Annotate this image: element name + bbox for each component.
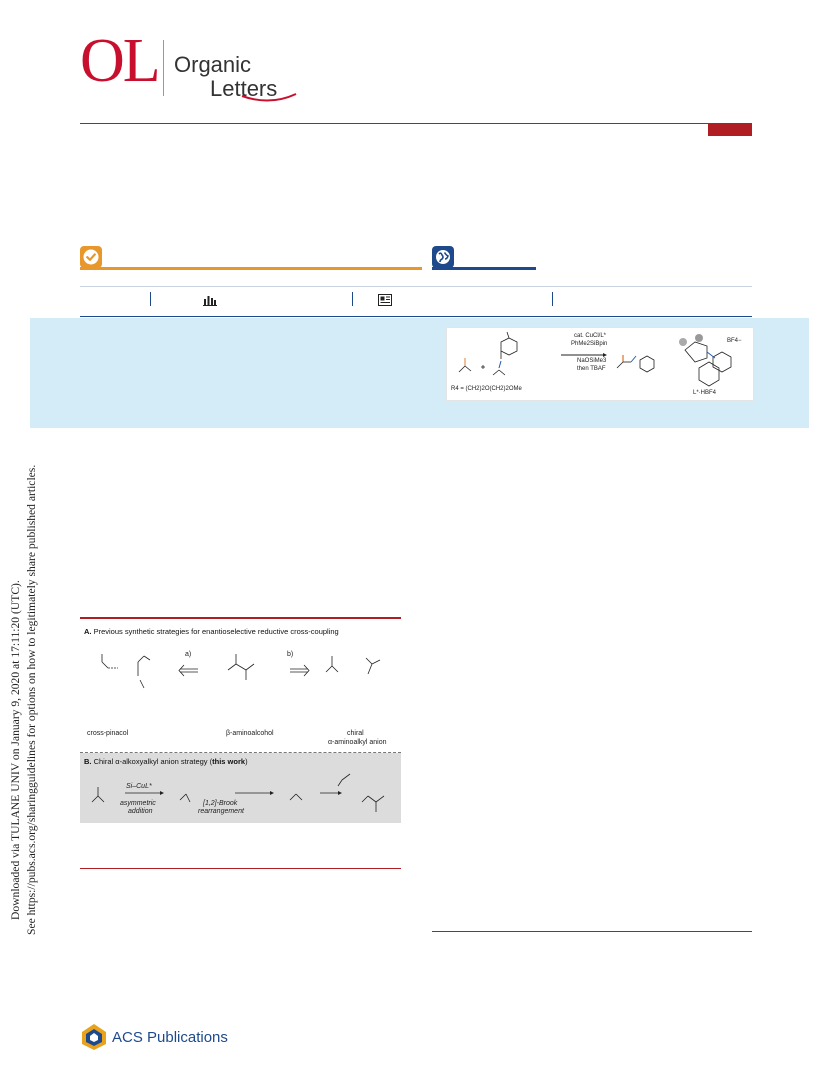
label-cross-pinacol: cross-pinacol (87, 730, 129, 737)
panel-b-scheme (91, 773, 385, 812)
open-access-badge[interactable] (80, 246, 102, 268)
header-corner-tab (708, 123, 752, 136)
access-bar-blue (432, 267, 536, 270)
publisher-name[interactable]: ACS Publications (112, 1029, 228, 1046)
article-recommendations-icon[interactable] (378, 293, 392, 311)
toc-r4-definition: R4 = (CH2)2O(CH2)2OMe (451, 386, 522, 392)
label-alpha-aminoalkyl-anion: α-aminoalkyl anion (328, 739, 387, 746)
download-notice-line1: Downloaded via TULANE UNIV on January 9,… (9, 580, 22, 920)
step1-label-line2: addition (128, 808, 153, 815)
metrics-rule-top (80, 286, 752, 287)
check-circle-icon (83, 249, 99, 265)
toc-counterion: BF4− (727, 338, 742, 344)
toc-reagent-4: then TBAF (577, 366, 606, 372)
panel-divider (80, 752, 401, 753)
toc-reagent-1: cat. CuCl/L* (574, 333, 607, 339)
bar-chart-icon[interactable] (203, 293, 217, 311)
acs-logo-icon[interactable] (80, 1022, 108, 1052)
toc-scheme-drawing (458, 331, 732, 387)
panel-b-background (80, 753, 401, 823)
logo-swoosh-icon (241, 93, 297, 102)
label-chiral: chiral (347, 730, 364, 737)
download-notice-line2: See https://pubs.acs.org/sharingguidelin… (25, 465, 38, 935)
metrics-divider (352, 292, 353, 306)
access-bar-orange (80, 267, 422, 270)
panel-a-title: A. Previous synthetic strategies for ena… (84, 627, 339, 636)
metrics-divider (552, 292, 553, 306)
toc-reagent-3: NaOSiMe3 (577, 358, 607, 364)
journal-name-line1: Organic (174, 52, 252, 77)
toc-ligand-label: L*·HBF4 (693, 390, 717, 396)
step1-label-line1: asymmetric (120, 800, 156, 807)
step2-label-line1: [1,2]-Brook (203, 800, 238, 807)
metrics-divider (150, 292, 151, 306)
step2-label-line2: rearrangement (198, 808, 244, 815)
arrow-a-label: a) (185, 651, 192, 658)
header-rule (80, 123, 752, 124)
globe-icon (436, 250, 450, 264)
panel-b-title: B. Chiral α-alkoxyalkyl anion strategy (… (84, 757, 248, 766)
logo-divider (163, 40, 164, 96)
toc-graphic[interactable]: cat. CuCl/L* PhMe2SiBpin NaOSiMe3 then T… (446, 327, 754, 401)
label-beta-aminoalcohol: β-aminoalcohol (226, 730, 274, 737)
toc-reagent-2: PhMe2SiBpin (571, 341, 608, 347)
figure-bottom-rule (80, 868, 401, 869)
arrow-b-label: b) (287, 651, 294, 658)
global-access-badge[interactable] (432, 246, 454, 268)
figure-top-rule (80, 617, 401, 619)
step1-reagent: Si–CuL* (126, 783, 152, 790)
footnote-rule (432, 931, 752, 932)
journal-logo-mark[interactable]: OL (80, 27, 161, 95)
metrics-rule-bottom (80, 316, 752, 317)
download-notice: Downloaded via TULANE UNIV on January 9,… (9, 465, 38, 935)
panel-a-scheme (101, 654, 381, 689)
